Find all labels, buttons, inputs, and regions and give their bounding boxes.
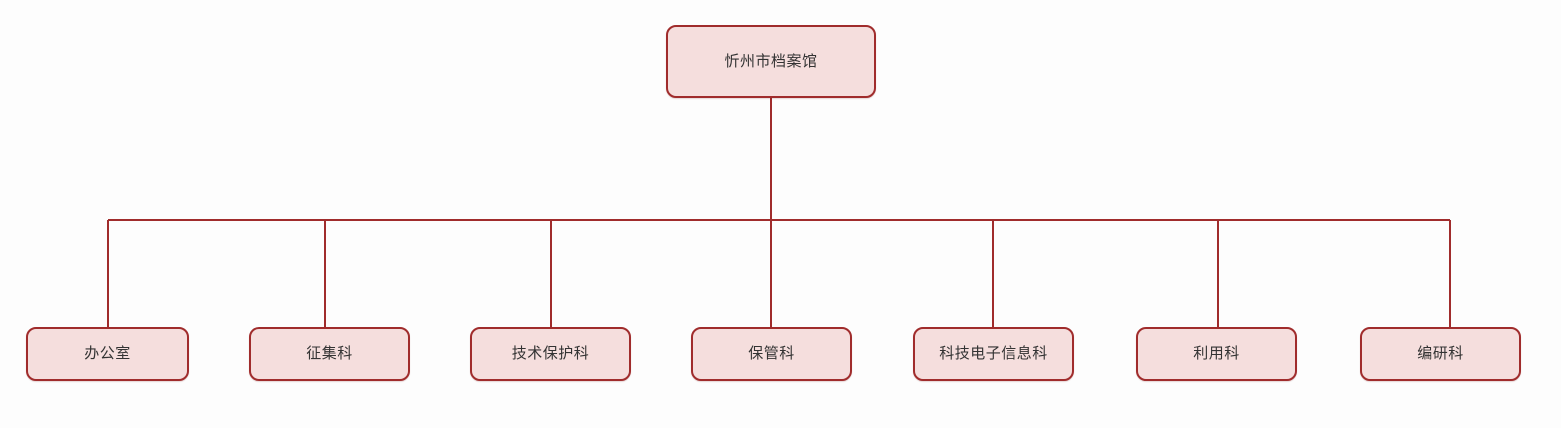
- node-child-label: 征集科: [306, 345, 353, 362]
- node-child-2[interactable]: 征集科: [249, 327, 410, 381]
- node-child-label: 技术保护科: [511, 345, 590, 362]
- node-child-label: 保管科: [748, 345, 795, 362]
- node-child-6[interactable]: 利用科: [1136, 327, 1297, 381]
- node-child-label: 编研科: [1417, 345, 1464, 362]
- node-root-label: 忻州市档案馆: [724, 52, 818, 70]
- node-root[interactable]: 忻州市档案馆: [666, 25, 876, 98]
- node-child-label: 利用科: [1193, 345, 1240, 362]
- node-child-3[interactable]: 技术保护科: [470, 327, 631, 381]
- node-child-label: 科技电子信息科: [939, 345, 1048, 362]
- node-child-label: 办公室: [84, 345, 131, 362]
- node-child-4[interactable]: 保管科: [691, 327, 852, 381]
- node-child-7[interactable]: 编研科: [1360, 327, 1521, 381]
- node-child-1[interactable]: 办公室: [26, 327, 189, 381]
- node-child-5[interactable]: 科技电子信息科: [913, 327, 1074, 381]
